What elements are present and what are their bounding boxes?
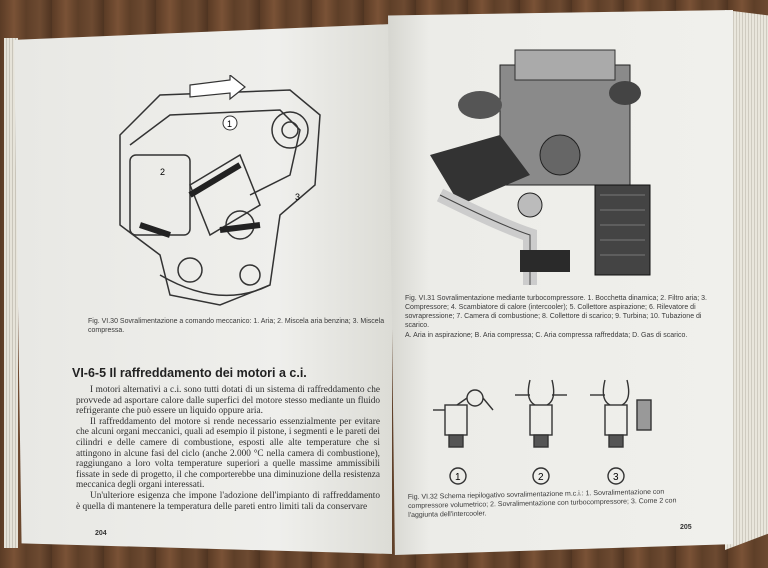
figure-caption-vi31: Fig. VI.31 Sovralimentazione mediante tu…: [405, 295, 707, 329]
figure-label-2: 2: [160, 167, 165, 177]
figure-label-3: 3: [295, 192, 300, 202]
schematic-3: [590, 379, 652, 448]
page-number-right: 205: [680, 524, 692, 531]
supercharging-schematics: 1 2 3: [433, 379, 652, 485]
schematic-number-1: 1: [455, 472, 461, 483]
left-page: [14, 24, 392, 554]
schematic-number-2: 2: [538, 472, 544, 483]
page-number-left: 204: [95, 530, 107, 537]
page-edges-left: [4, 38, 18, 548]
schematic-1: [433, 389, 494, 448]
figure-caption-vi31-legend: A. Aria in aspirazione; B. Aria compress…: [405, 332, 688, 339]
schematic-2: [515, 379, 567, 448]
figure-caption-vi31-block: Fig. VI.31 Sovralimentazione mediante tu…: [405, 294, 725, 341]
figure-label-1: 1: [227, 119, 232, 129]
engine-supercharger-illustration: 1 2 3: [119, 75, 321, 306]
paragraph: Un'ulteriore esigenza che impone l'adozi…: [76, 490, 380, 512]
paragraph: I motori alternativi a c.i. sono tutti d…: [76, 385, 380, 417]
airflow-arrow: [189, 75, 246, 101]
section-heading: VI-6-5 Il raffreddamento dei motori a c.…: [72, 366, 307, 380]
schematic-number-3: 3: [613, 472, 619, 483]
body-text: I motori alternativi a c.i. sono tutti d…: [76, 385, 380, 512]
turbocharged-engine-illustration: [430, 49, 651, 285]
figure-caption-vi30: Fig. VI.30 Sovralimentazione a comando m…: [88, 318, 385, 334]
paragraph: Il raffreddamento del motore si rende ne…: [76, 416, 380, 491]
